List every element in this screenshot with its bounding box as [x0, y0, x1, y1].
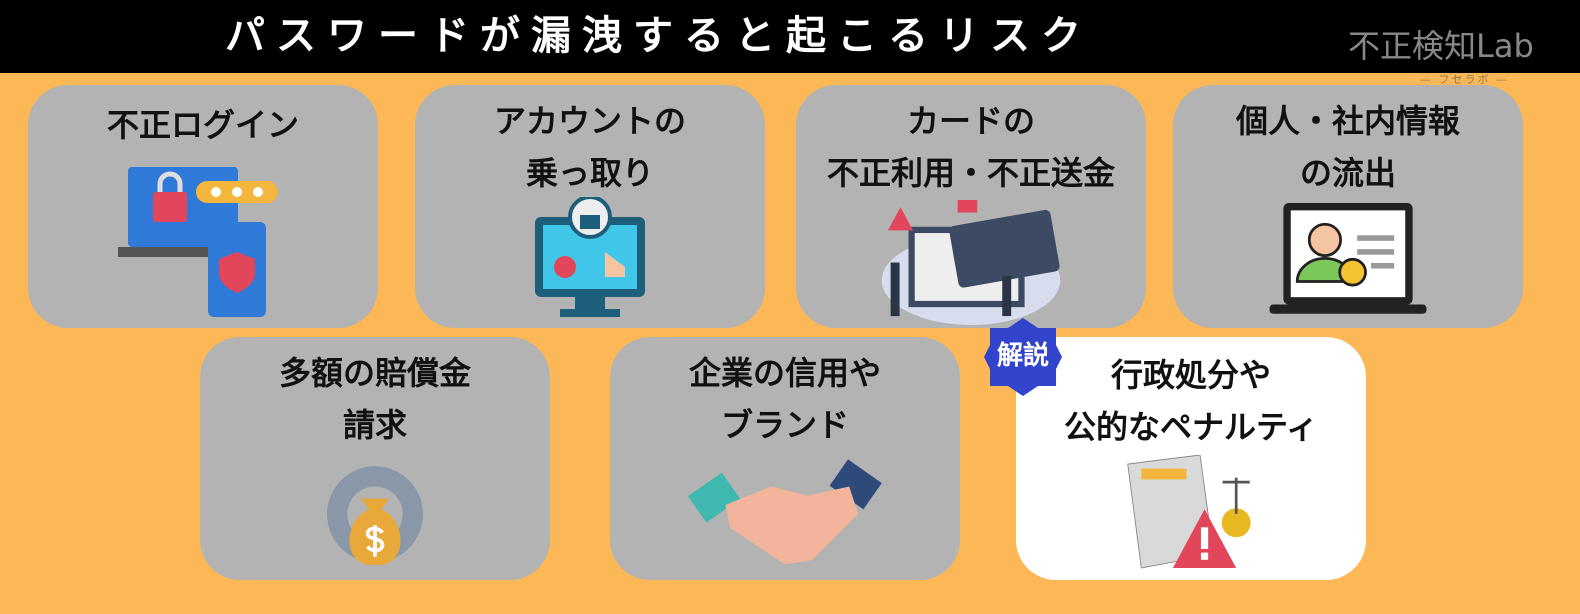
risk-card-card-fraud: カードの 不正利用・不正送金: [796, 85, 1146, 328]
explanation-badge: 解説: [982, 316, 1064, 398]
card-label: 企業の信用や ブランド: [688, 354, 881, 444]
card-label: 不正ログイン: [106, 106, 299, 144]
card-label: 行政処分や 公的なペナルティ: [1063, 356, 1319, 446]
risk-card-unauthorized-login: 不正ログイン: [28, 85, 378, 328]
money-bag-gear-icon: [327, 466, 423, 565]
risk-card-info-leak: 個人・社内情報 の流出: [1173, 85, 1523, 328]
logo: 不正検知Lab: [1348, 27, 1534, 65]
starburst-icon: [984, 318, 1062, 396]
risk-card-account-takeover: アカウントの 乗っ取り: [415, 85, 765, 328]
page-title: パスワードが漏洩すると起こるリスク: [225, 13, 1092, 59]
risk-card-compensation: 多額の賠償金 請求: [200, 337, 550, 580]
risk-card-brand-trust: 企業の信用や ブランド: [610, 337, 960, 580]
logo-subtitle: — フセラボ —: [1420, 73, 1509, 86]
risk-card-administrative-penalty: 行政処分や 公的なペナルティ: [1016, 337, 1366, 580]
credit-card-fraud-icon: [881, 200, 1061, 325]
badge-label: 解説: [996, 341, 1049, 371]
card-label: 多額の賠償金 請求: [278, 354, 471, 444]
card-label: カードの 不正利用・不正送金: [826, 102, 1115, 192]
card-label: アカウントの 乗っ取り: [493, 102, 686, 192]
card-label: 個人・社内情報 の流出: [1235, 102, 1460, 192]
leaked-profile-icon: [1269, 203, 1427, 314]
document-warning-icon: [1127, 455, 1251, 569]
monitor-lock-icon: [535, 197, 645, 317]
laptop-phone-lock-icon: [118, 167, 278, 317]
header-bar: パスワードが漏洩すると起こるリスク 不正検知Lab: [0, 0, 1580, 73]
handshake-icon: [688, 459, 882, 565]
